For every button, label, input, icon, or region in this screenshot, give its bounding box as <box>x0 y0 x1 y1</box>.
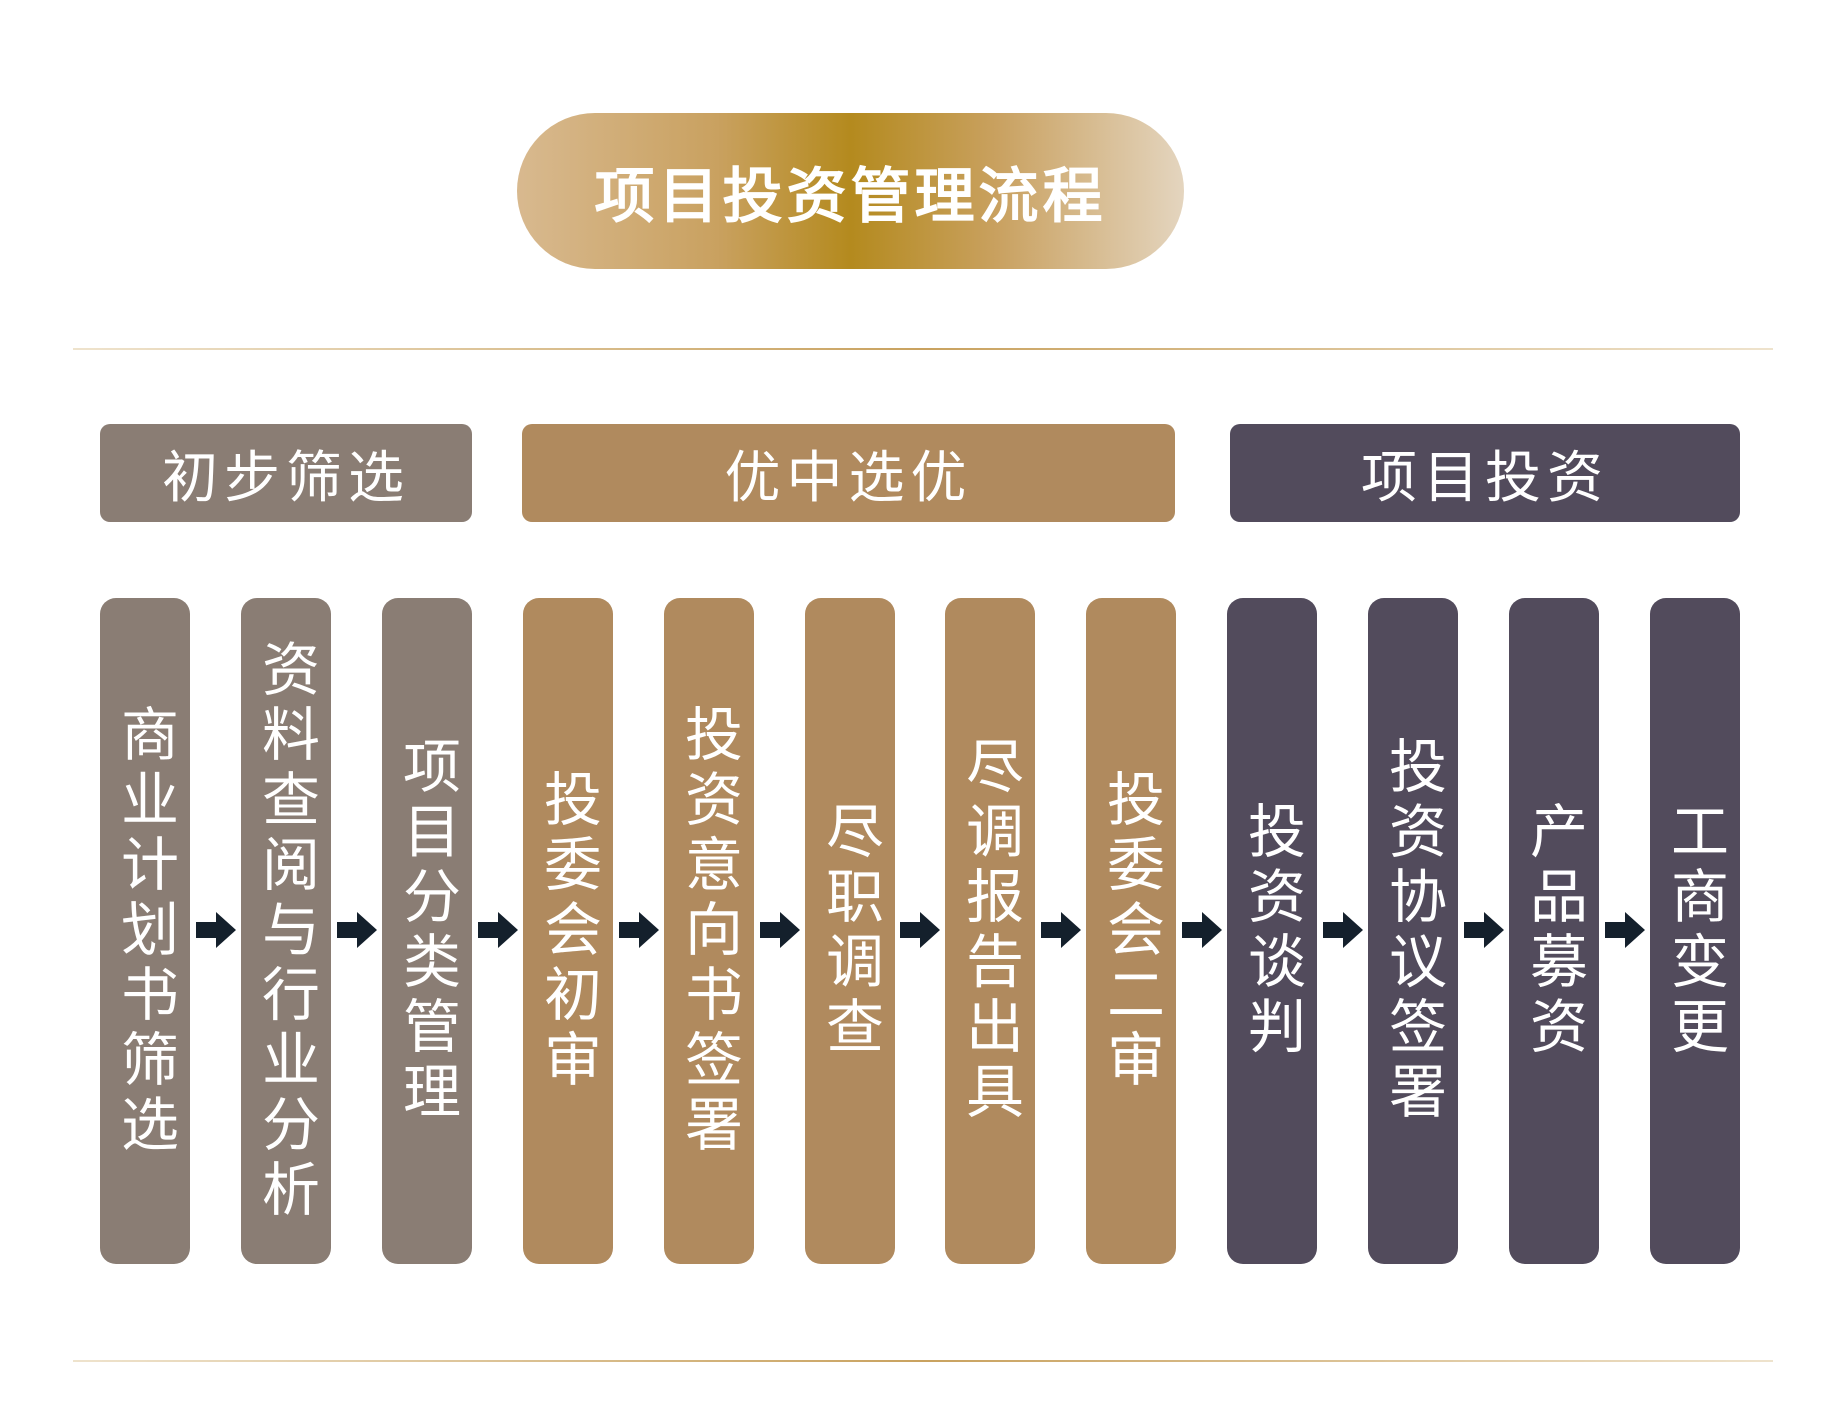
step-label: 投资协议签署 <box>1379 736 1447 1126</box>
top-divider <box>73 348 1773 350</box>
phase-label: 初步筛选 <box>162 445 410 511</box>
process-step: 投资意向书签署 <box>664 598 754 1264</box>
process-step: 资料查阅与行业分析 <box>241 598 331 1264</box>
phase-project-investment: 项目投资 <box>1230 424 1740 522</box>
right-arrow-icon <box>900 912 940 948</box>
phase-label: 项目投资 <box>1361 445 1609 511</box>
right-arrow-icon <box>1464 912 1504 948</box>
phase-select-best: 优中选优 <box>522 424 1175 522</box>
right-arrow-icon <box>619 912 659 948</box>
right-arrow-icon <box>337 912 377 948</box>
step-label: 投资意向书签署 <box>675 703 743 1159</box>
step-label: 投委会初审 <box>534 768 602 1094</box>
process-step: 商业计划书筛选 <box>100 598 190 1264</box>
step-label: 项目分类管理 <box>393 736 461 1126</box>
right-arrow-icon <box>1182 912 1222 948</box>
right-arrow-icon <box>1605 912 1645 948</box>
page-title: 项目投资管理流程 <box>517 113 1184 269</box>
step-label: 产品募资 <box>1520 801 1588 1061</box>
step-label: 工商变更 <box>1661 801 1729 1061</box>
right-arrow-icon <box>196 912 236 948</box>
step-label: 资料查阅与行业分析 <box>252 638 320 1224</box>
process-step: 产品募资 <box>1509 598 1599 1264</box>
right-arrow-icon <box>760 912 800 948</box>
process-step: 投委会二审 <box>1086 598 1176 1264</box>
step-label: 尽职调查 <box>816 801 884 1061</box>
process-step: 尽职调查 <box>805 598 895 1264</box>
step-label: 尽调报告出具 <box>956 736 1024 1126</box>
bottom-divider <box>73 1360 1773 1362</box>
step-label: 投资谈判 <box>1238 801 1306 1061</box>
process-step: 投资谈判 <box>1227 598 1317 1264</box>
process-step: 项目分类管理 <box>382 598 472 1264</box>
process-step: 工商变更 <box>1650 598 1740 1264</box>
process-step: 投委会初审 <box>523 598 613 1264</box>
right-arrow-icon <box>1041 912 1081 948</box>
phase-initial-screening: 初步筛选 <box>100 424 472 522</box>
step-label: 商业计划书筛选 <box>111 703 179 1159</box>
right-arrow-icon <box>478 912 518 948</box>
process-step: 尽调报告出具 <box>945 598 1035 1264</box>
step-label: 投委会二审 <box>1097 768 1165 1094</box>
phase-label: 优中选优 <box>724 445 973 511</box>
right-arrow-icon <box>1323 912 1363 948</box>
process-step: 投资协议签署 <box>1368 598 1458 1264</box>
